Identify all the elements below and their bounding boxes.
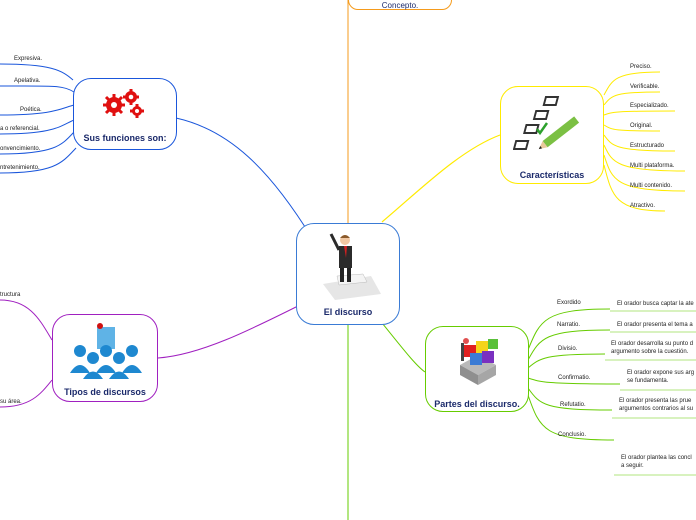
caracteristica-item[interactable]: Multi plataforma. xyxy=(630,163,675,169)
parte-label[interactable]: Conclusio. xyxy=(558,432,587,438)
central-node[interactable]: El discurso xyxy=(296,223,400,325)
parte-description: El orador presenta el tema a xyxy=(617,322,693,328)
parte-label[interactable]: Exordido xyxy=(557,300,581,306)
checklist-pencil-icon xyxy=(513,96,580,150)
speaker-illustration xyxy=(323,233,381,300)
caracteristica-item[interactable]: Multi contenido. xyxy=(630,183,673,189)
funciones-title: Sus funciones son: xyxy=(83,133,167,143)
caracteristica-item[interactable]: Preciso. xyxy=(630,64,652,70)
tipos-node[interactable]: Tipos de discursos xyxy=(52,314,158,402)
branch-partes xyxy=(377,317,426,373)
puzzle-icon xyxy=(460,338,498,385)
concepto-title: Concepto. xyxy=(381,1,419,10)
tipo-item[interactable]: su área. xyxy=(0,399,22,405)
concepto-node[interactable]: Concepto. xyxy=(348,0,452,10)
funciones-node[interactable]: Sus funciones son: xyxy=(73,78,177,150)
funcion-item[interactable]: Apelativa. xyxy=(14,78,41,84)
funcion-item[interactable]: Expresiva. xyxy=(14,56,43,62)
parte-label[interactable]: Narratio. xyxy=(557,322,581,328)
branch-funciones xyxy=(175,117,313,239)
branch-tipos xyxy=(157,304,301,359)
parte-description: El orador busca captar la ate xyxy=(617,301,694,307)
partes-node[interactable]: Partes del discurso. xyxy=(425,326,529,412)
parte-description: El orador plantea las concl a seguir. xyxy=(621,455,692,469)
parte-description: El orador presenta las prue argumentos c… xyxy=(619,398,694,412)
tipos-title: Tipos de discursos xyxy=(64,387,146,397)
caracteristica-item[interactable]: Verificable. xyxy=(630,84,660,90)
tipo-item[interactable]: tructura xyxy=(0,292,21,298)
parte-description: El orador expone sus arg se fundamenta. xyxy=(627,370,695,384)
partes-title: Partes del discurso. xyxy=(434,399,520,409)
caracteristica-item[interactable]: Especializado. xyxy=(630,103,669,109)
caracteristica-item[interactable]: Atractivo. xyxy=(630,203,656,209)
funcion-item[interactable]: onvencimiento. xyxy=(0,146,41,152)
parte-label[interactable]: Refutatio. xyxy=(560,402,586,408)
caracteristica-item[interactable]: Estructurado xyxy=(630,143,665,149)
caracteristicas-title: Características xyxy=(519,170,585,180)
parte-label[interactable]: Divisio. xyxy=(558,346,578,352)
central-title: El discurso xyxy=(323,307,373,317)
caracteristicas-node[interactable]: Características xyxy=(500,86,604,184)
funcion-item[interactable]: a o referencial. xyxy=(0,126,40,132)
caracteristica-item[interactable]: Original. xyxy=(630,123,653,129)
parte-description: El orador desarrolla su punto d argument… xyxy=(611,341,694,355)
parte-label[interactable]: Confirmatio. xyxy=(558,375,591,381)
audience-icon xyxy=(70,323,142,379)
branch-caracteristicas xyxy=(381,134,501,223)
funcion-item[interactable]: ntretenimiento. xyxy=(0,165,40,171)
gears-icon xyxy=(103,89,144,118)
funcion-item[interactable]: Poética. xyxy=(20,107,42,113)
